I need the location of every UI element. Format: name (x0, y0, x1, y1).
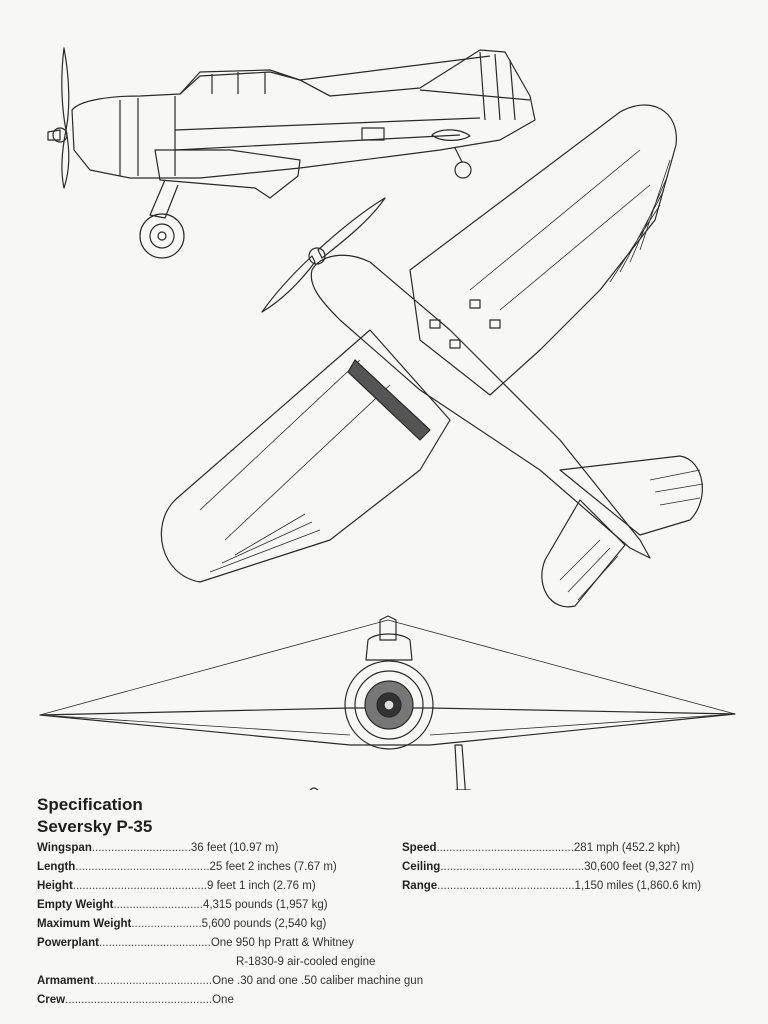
spec-row-maximum-weight: Maximum Weight......................5,60… (37, 918, 327, 930)
spec-label: Ceiling (402, 861, 441, 873)
spec-value: R-1830-9 air-cooled engine (236, 956, 376, 968)
spec-heading: Specification (37, 795, 143, 814)
spec-value: 36 feet (10.97 m) (190, 842, 279, 854)
spec-row-height: Height..................................… (37, 880, 316, 892)
spec-value: One (212, 994, 234, 1006)
spec-label: Length (37, 861, 76, 873)
spec-row-wingspan: Wingspan...............................3… (37, 842, 279, 854)
aircraft-three-view-drawing (39, 47, 736, 790)
spec-value: 9 feet 1 inch (2.76 m) (206, 880, 316, 892)
spec-row-armament: Armament................................… (37, 975, 424, 987)
spec-label: Empty Weight (37, 899, 114, 911)
spec-value: One .30 and one .50 caliber machine gun (212, 975, 424, 987)
spec-label: Maximum Weight (37, 918, 132, 930)
spec-value: 4,315 pounds (1,957 kg) (202, 899, 328, 911)
spec-row-powerplant-cont: R-1830-9 air-cooled engine (236, 956, 375, 968)
spec-row-ceiling: Ceiling.................................… (402, 861, 695, 873)
spec-value: 30,600 feet (9,327 m) (584, 861, 695, 873)
spec-value: 281 mph (452.2 kph) (573, 842, 681, 854)
aircraft-name: Seversky P-35 (37, 817, 153, 836)
spec-row-length: Length..................................… (37, 861, 337, 873)
spec-label: Speed (402, 842, 437, 854)
spec-row-powerplant: Powerplant..............................… (37, 937, 355, 949)
spec-label: Powerplant (37, 937, 99, 949)
side-view (47, 47, 536, 259)
spec-row-crew: Crew....................................… (37, 994, 234, 1006)
spec-row-empty-weight: Empty Weight............................… (37, 899, 328, 911)
spec-label: Height (37, 880, 73, 892)
spec-label: Crew (37, 994, 66, 1006)
spec-row-range: Range...................................… (402, 880, 702, 892)
spec-label: Range (402, 880, 438, 892)
spec-row-speed: Speed...................................… (402, 842, 681, 854)
spec-value: One 950 hp Pratt & Whitney (210, 937, 355, 949)
spec-label: Armament (37, 975, 94, 987)
front-view (39, 615, 736, 790)
spec-value: 1,150 miles (1,860.6 km) (574, 880, 702, 892)
spec-value: 5,600 pounds (2,540 kg) (201, 918, 327, 930)
spec-value: 25 feet 2 inches (7.67 m) (209, 861, 337, 873)
spec-label: Wingspan (37, 842, 92, 854)
plan-view (160, 104, 704, 608)
